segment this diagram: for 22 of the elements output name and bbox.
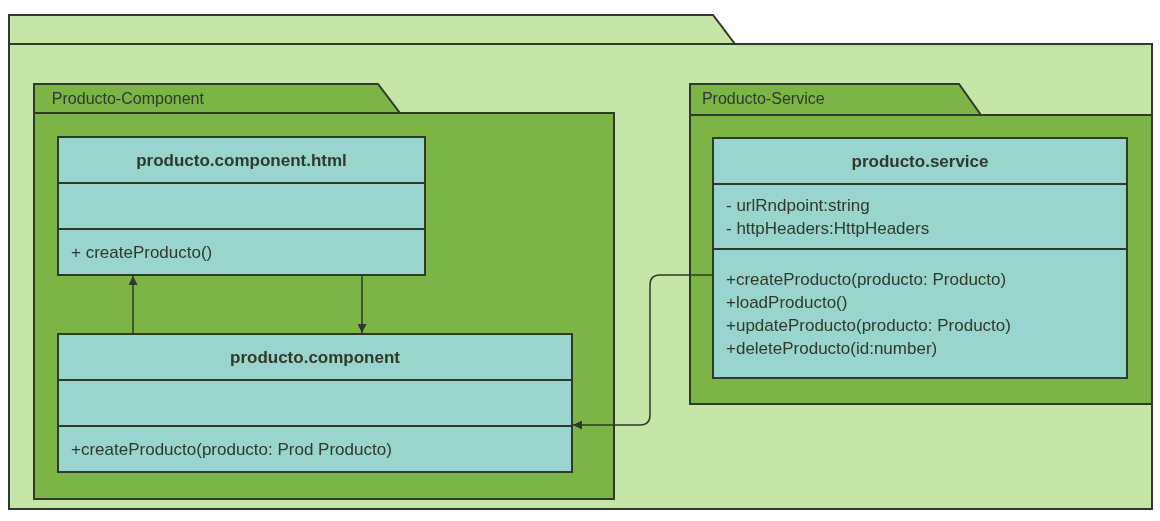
class-name: producto.service — [851, 150, 989, 173]
package-name: Producto-Component — [50, 91, 205, 107]
package-name: Producto-Service — [700, 91, 826, 107]
arrow — [357, 275, 367, 334]
package-frame — [33, 83, 615, 500]
class-box — [712, 137, 1128, 379]
method-text: + createProducto() — [71, 241, 213, 264]
arrow — [572, 274, 713, 430]
attribute-text: - httpHeaders:HttpHeaders — [726, 217, 930, 240]
method-text: +loadProducto() — [726, 291, 848, 314]
package-frame — [8, 14, 1153, 510]
method-text: +deleteProducto(id:number) — [726, 337, 938, 360]
class-box — [57, 333, 573, 473]
method-text: +createProducto(producto: Producto) — [726, 268, 1007, 291]
attribute-text: - urlRndpoint:string — [726, 194, 870, 217]
package-frame — [689, 83, 1153, 405]
method-text: +updateProducto(producto: Producto) — [726, 314, 1011, 337]
class-box — [57, 136, 426, 276]
arrow — [128, 275, 138, 334]
class-name: producto.component — [230, 346, 400, 369]
method-text: +createProducto(producto: Prod Producto) — [71, 438, 392, 461]
class-name: producto.component.html — [136, 149, 347, 172]
